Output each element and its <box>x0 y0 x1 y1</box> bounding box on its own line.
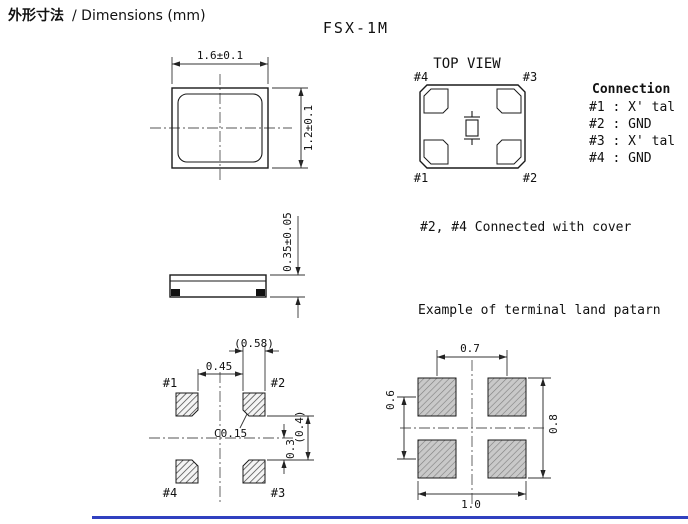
example-pad-top-right <box>487 377 527 417</box>
connection-item: #3 : X' tal <box>589 134 675 149</box>
land-detail-dim-lines <box>197 345 314 474</box>
land-pattern-heading: Example of terminal land patarn <box>418 303 661 318</box>
land-example-dim-right: 0.8 <box>547 414 560 434</box>
pad-2 <box>496 139 522 165</box>
land-pattern-detail: (0.58) 0.45 C0.15 0.3 (0.4) #1 #2 #4 #3 <box>149 337 314 503</box>
dim-thickness-label: 0.35±0.05 <box>281 212 294 272</box>
table-top-border <box>92 516 688 519</box>
land-detail-chamfer: C0.15 <box>214 427 247 440</box>
land-detail-dim-d: (0.4) <box>293 410 306 443</box>
top-view-pad-label-2: #2 <box>523 171 537 185</box>
outline-top-view: 1.6±0.1 1.2±0.1 <box>150 49 315 182</box>
land-example-dim-left: 0.6 <box>384 390 397 410</box>
land-detail-dim-b: 0.45 <box>206 360 233 373</box>
dim-thickness-lines <box>270 216 305 318</box>
package-lid-outline <box>177 93 263 163</box>
package-outline <box>171 87 269 169</box>
land-example-dim-bottom: 1.0 <box>461 498 481 511</box>
part-number: FSX-1M <box>323 19 389 37</box>
top-view-pad-label-4: #4 <box>414 70 428 84</box>
land-example-dim-top: 0.7 <box>460 342 480 355</box>
connection-item: #2 : GND <box>589 117 652 132</box>
land-pad-4 <box>175 459 199 484</box>
land-detail-pad-label-4: #4 <box>163 486 177 500</box>
example-pad-bottom-left <box>417 439 457 479</box>
crystal-symbol <box>464 111 480 145</box>
land-detail-pad-label-2: #2 <box>271 376 285 390</box>
land-pad-2 <box>242 392 266 417</box>
example-pad-bottom-right <box>487 439 527 479</box>
page-header: 外形寸法 / Dimensions (mm) FSX-1M <box>8 7 389 37</box>
side-view: 0.35±0.05 <box>169 212 305 318</box>
cover-note: #2, #4 Connected with cover <box>420 220 631 235</box>
land-pad-3 <box>242 459 266 484</box>
land-detail-dim-c: 0.3 <box>284 439 297 459</box>
dim-height-lines <box>272 87 308 169</box>
pad-4 <box>423 88 449 114</box>
connection-heading: Connection <box>592 82 670 97</box>
connection-item: #1 : X' tal <box>589 100 675 115</box>
side-view-body <box>169 274 267 298</box>
connection-table: Connection #1 : X' tal #2 : GND #3 : X' … <box>589 82 675 166</box>
pad-3 <box>496 88 522 114</box>
land-example-dim-lines <box>397 350 551 500</box>
page-title-en: / Dimensions (mm) <box>72 8 206 24</box>
top-view-pad-label-1: #1 <box>414 171 428 185</box>
top-view-pad-label-3: #3 <box>523 70 537 84</box>
top-view-outline <box>419 84 526 169</box>
dim-width-label: 1.6±0.1 <box>197 49 243 62</box>
land-pattern-example: 0.7 0.6 0.8 1.0 <box>384 342 560 511</box>
example-pad-top-left <box>417 377 457 417</box>
dim-height-label: 1.2±0.1 <box>302 105 315 151</box>
land-pad-1 <box>175 392 199 417</box>
land-detail-pad-label-3: #3 <box>271 486 285 500</box>
page-title-jp: 外形寸法 <box>8 7 64 24</box>
land-detail-dim-a: (0.58) <box>234 337 274 350</box>
connection-item: #4 : GND <box>589 151 652 166</box>
side-view-terminal-right <box>256 289 265 296</box>
dim-width-lines <box>171 57 269 84</box>
land-detail-pad-label-1: #1 <box>163 376 177 390</box>
top-view: TOP VIEW #4 #3 #1 #2 <box>414 56 537 185</box>
top-view-label: TOP VIEW <box>433 56 501 72</box>
pad-1 <box>423 139 449 165</box>
side-view-terminal-left <box>171 289 180 296</box>
